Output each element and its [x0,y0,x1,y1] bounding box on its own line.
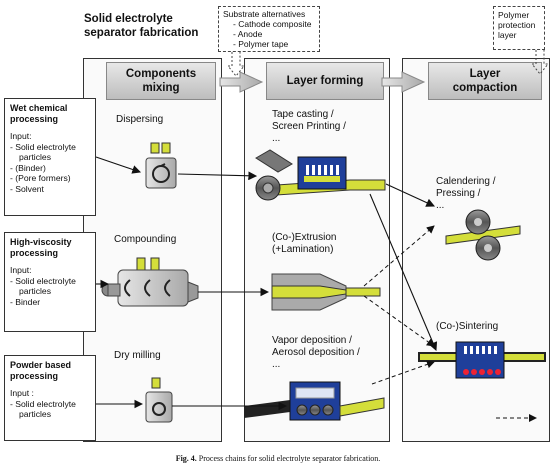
polymer-down-arrow [530,50,550,75]
substrate-alternatives-title: Substrate alternatives [223,9,306,19]
input-item: Binder [10,297,90,308]
vapor-deposition-chamber-icon [244,381,385,421]
arrow-tape-to-calendering [385,183,435,207]
arrow-wet-to-dispersing [95,156,142,174]
compaction-label-sintering: (Co-)Sintering [436,321,499,332]
input-item: Solvent [10,184,90,195]
powder-based-processing-box: Powder based processing Input : Solid el… [4,355,96,441]
input-label: Input: [10,265,32,275]
calendering-rollers-icon [445,209,521,261]
extrusion-die-icon [271,273,381,311]
components-mixing-header: Components mixing [106,62,216,100]
input-item: Solid electrolyte particles [10,276,90,297]
sintering-furnace-icon [418,341,546,379]
caption-label: Fig. 4. [175,454,197,463]
input-item: Solid electrolyte particles [10,399,90,420]
wet-chemical-processing-box: Wet chemical processing Input: Solid ele… [4,98,96,216]
arrow-dispersing-to-tape [177,171,258,181]
polymer-protection-box: Polymer protection layer [493,6,545,50]
input-item: Solid electrolyte particles [10,142,90,163]
dispersing-mixer-icon [145,142,177,189]
compaction-label-calendering: Calendering / Pressing / ... [436,176,496,211]
substrate-down-arrow [226,52,246,77]
substrate-item: Anode [233,29,315,39]
layer-forming-header: Layer forming [266,62,384,100]
high-viscosity-processing-box: High-viscosity processing Input: Solid e… [4,232,96,332]
mixing-label-dry-milling: Dry milling [114,350,161,361]
dry-milling-mill-icon [145,377,173,423]
block-arrow-mixing-to-forming [219,71,264,93]
input-item: (Pore formers) [10,173,90,184]
arrow-extrusion-to-calendering [363,225,435,287]
layer-compaction-header: Layer compaction [428,62,542,100]
substrate-item: Polymer tape [233,39,315,49]
tape-casting-machine-icon [255,149,386,201]
input-label: Input: [10,131,32,141]
arrow-extrusion-to-sintering [363,295,435,347]
caption-text: Process chains for solid electrolyte sep… [198,454,381,463]
arrow-tape-to-sintering [369,193,438,352]
input-list: Solid electrolyte particles Binder [10,276,90,308]
diagram-title: Solid electrolyte separator fabrication [84,13,199,39]
block-arrow-forming-to-compaction [381,71,426,93]
compounding-extruder-icon [101,257,199,307]
layer-forming-column [244,58,390,442]
input-label: Input : [10,388,34,398]
forming-label-tape-casting: Tape casting / Screen Printing / ... [272,109,346,144]
process-title: Powder based processing [10,360,72,381]
mixing-label-compounding: Compounding [114,234,177,245]
figure-caption: Fig. 4. Process chains for solid electro… [0,454,556,463]
forming-label-extrusion: (Co-)Extrusion (+Lamination) [272,232,337,255]
forming-label-vapor-deposition: Vapor deposition / Aerosol deposition / … [272,335,360,370]
substrate-alternatives-list: Cathode composite Anode Polymer tape [223,19,315,49]
input-list: Solid electrolyte particles [10,399,90,420]
substrate-alternatives-box: Substrate alternatives Cathode composite… [218,6,320,52]
input-item: (Binder) [10,163,90,174]
arrow-vapor-to-sintering [371,360,435,385]
substrate-item: Cathode composite [233,19,315,29]
process-title: Wet chemical processing [10,103,68,124]
process-title: High-viscosity processing [10,237,72,258]
input-list: Solid electrolyte particles (Binder) (Po… [10,142,90,195]
mixing-label-dispersing: Dispersing [116,114,164,125]
